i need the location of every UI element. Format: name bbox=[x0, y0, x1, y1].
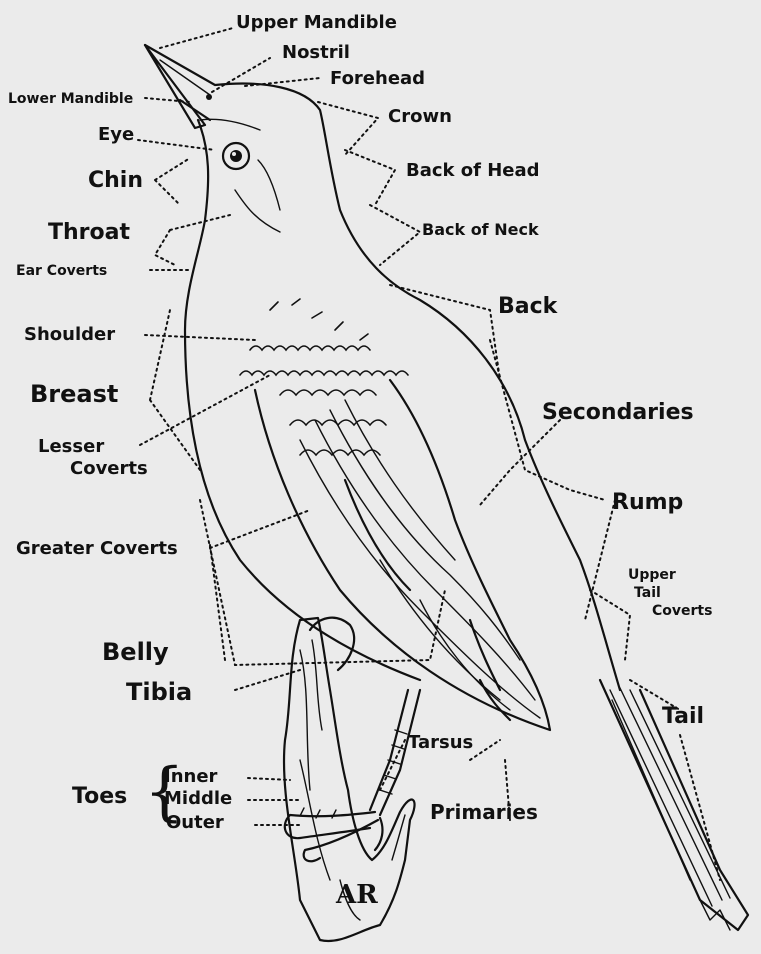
label-lesser-coverts-line1: Lesser bbox=[38, 438, 104, 456]
bird-legs-feet bbox=[285, 618, 420, 862]
label-back-of-head: Back of Head bbox=[406, 162, 540, 180]
label-back: Back bbox=[498, 296, 557, 318]
bird-wing bbox=[240, 299, 550, 730]
label-throat: Throat bbox=[48, 222, 130, 244]
label-forehead: Forehead bbox=[330, 70, 425, 88]
label-back-of-neck: Back of Neck bbox=[422, 222, 539, 238]
label-crown: Crown bbox=[388, 108, 452, 126]
label-breast: Breast bbox=[30, 382, 118, 406]
label-rump: Rump bbox=[612, 492, 683, 514]
label-ear-coverts: Ear Coverts bbox=[16, 264, 107, 278]
artist-monogram: AR bbox=[336, 880, 378, 910]
label-lesser-coverts-line2: Coverts bbox=[70, 460, 148, 478]
label-tarsus: Tarsus bbox=[408, 734, 473, 752]
bird-head-features bbox=[200, 94, 280, 232]
label-upper-tail-coverts-line3: Coverts bbox=[652, 604, 712, 618]
label-toes-outer: Outer bbox=[166, 814, 224, 832]
label-chin: Chin bbox=[88, 170, 143, 192]
label-nostril: Nostril bbox=[282, 44, 350, 62]
label-upper-mandible: Upper Mandible bbox=[236, 14, 397, 32]
label-tibia: Tibia bbox=[126, 680, 192, 704]
label-lower-mandible: Lower Mandible bbox=[8, 92, 133, 106]
label-upper-tail-coverts-line1: Upper bbox=[628, 568, 676, 582]
label-toes: Toes bbox=[72, 786, 127, 808]
label-eye: Eye bbox=[98, 126, 134, 144]
label-toes-inner: Inner bbox=[164, 768, 217, 786]
label-upper-tail-coverts-line2: Tail bbox=[634, 586, 661, 600]
label-primaries: Primaries bbox=[430, 802, 538, 822]
label-shoulder: Shoulder bbox=[24, 326, 115, 344]
label-greater-coverts: Greater Coverts bbox=[16, 540, 178, 558]
label-secondaries: Secondaries bbox=[542, 402, 694, 424]
label-tail: Tail bbox=[662, 706, 704, 728]
label-toes-middle: Middle bbox=[164, 790, 232, 808]
label-belly: Belly bbox=[102, 640, 169, 664]
